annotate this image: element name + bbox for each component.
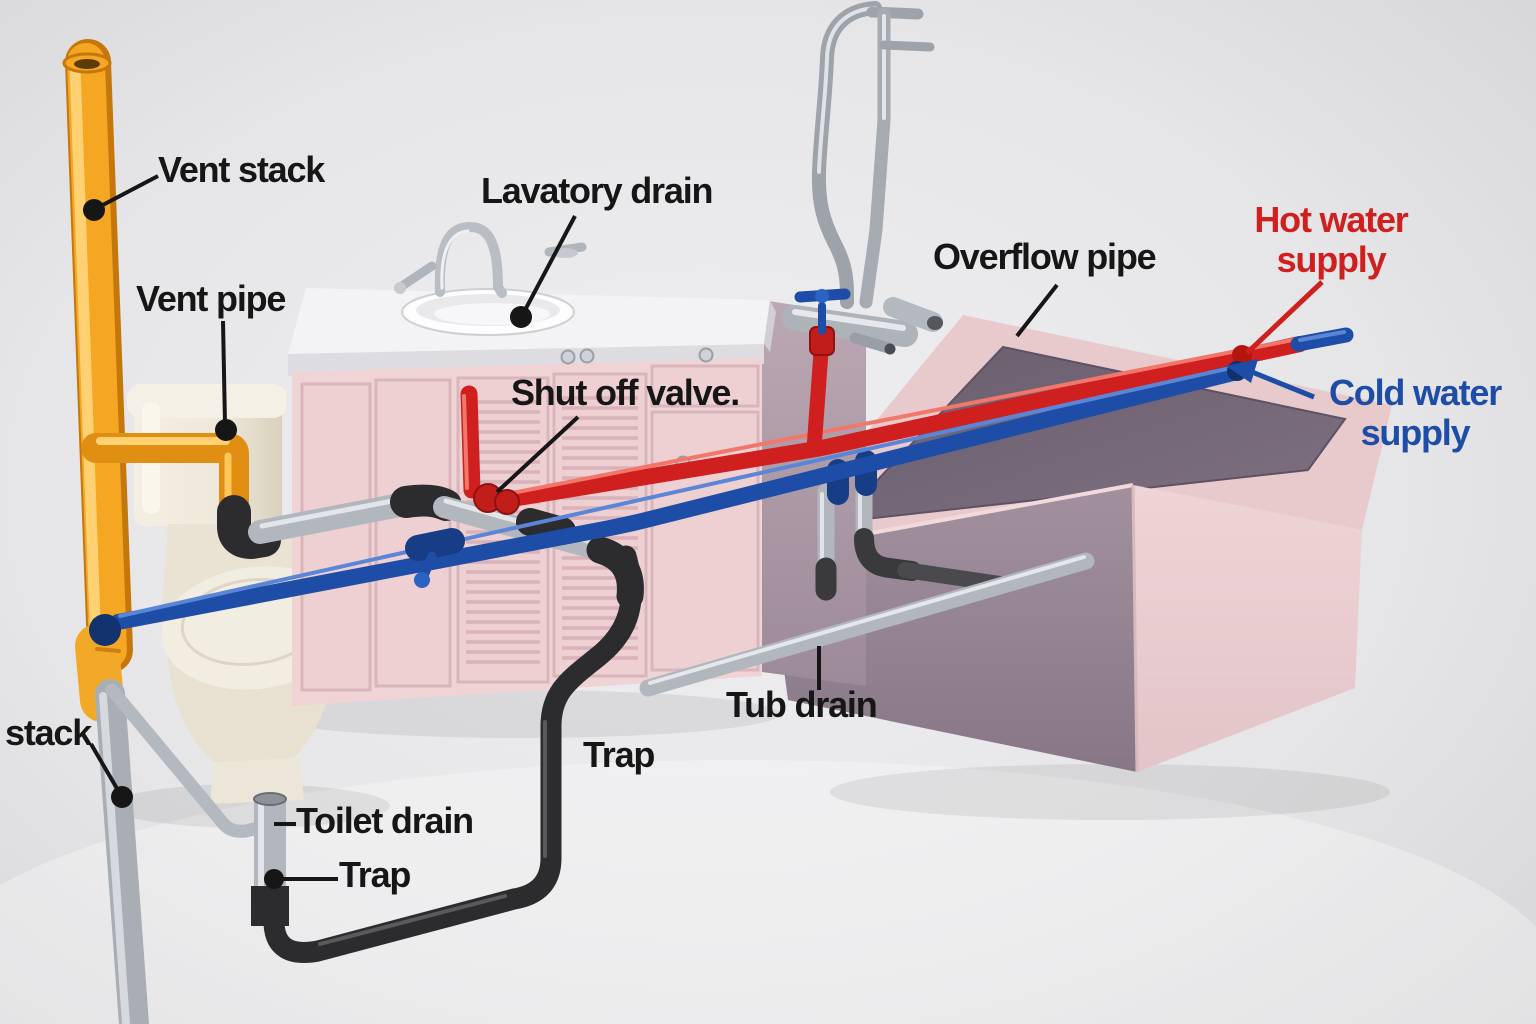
label-cold-water-supply: Cold water supply xyxy=(1328,372,1502,454)
lavatory-trap-inlet xyxy=(586,536,644,610)
cold-supply-end-fitting xyxy=(89,614,121,646)
hot-water-tub-riser xyxy=(806,344,829,457)
cold-water-main xyxy=(110,364,1245,630)
label-hot-water-supply: Hot water supply xyxy=(1254,199,1408,281)
label-shut-off-valve: Shut off valve. xyxy=(511,372,740,413)
label-overflow-pipe: Overflow pipe xyxy=(933,236,1157,277)
tub-drain-assembly xyxy=(639,473,1095,697)
label-trap-toilet: Trap xyxy=(339,854,411,895)
label-vent-pipe: Vent pipe xyxy=(136,278,286,319)
vanity-side-panel xyxy=(762,300,866,686)
tub-shadow xyxy=(830,764,1390,820)
cold-arrowhead xyxy=(1226,359,1258,383)
tub-faucet xyxy=(782,297,943,355)
hot-water-line xyxy=(460,288,1308,515)
cold-shutoff-valve xyxy=(405,528,465,588)
tub-right-face xyxy=(1133,485,1362,772)
cold-water-tip xyxy=(1290,327,1354,352)
label-trap-lavatory: Trap xyxy=(583,734,655,775)
label-lavatory-drain: Lavatory drain xyxy=(481,170,713,211)
floor-light xyxy=(0,760,1536,1024)
trap-s-curve xyxy=(263,545,642,963)
toilet-base xyxy=(210,758,304,804)
counter-front-edge xyxy=(288,344,764,376)
cold-leader xyxy=(1251,369,1315,400)
vent-drain-elbow xyxy=(217,495,281,559)
toilet-tank-lid xyxy=(127,384,287,418)
tub-drain-pipe xyxy=(639,552,1095,697)
soil-stack xyxy=(95,679,269,1024)
label-vent-stack: Vent stack xyxy=(158,149,325,190)
hot-leader xyxy=(1245,280,1324,355)
sink-faucet xyxy=(394,221,587,298)
stack-toilet-branch xyxy=(105,683,269,838)
leader-lines xyxy=(83,174,1324,889)
label-tub-drain: Tub drain xyxy=(726,684,878,725)
shower-riser-pipes xyxy=(811,1,935,309)
vanity-shadow xyxy=(260,690,780,738)
toilet-shadow xyxy=(110,784,390,828)
cold-water-line xyxy=(89,327,1354,646)
label-stack: stack xyxy=(5,712,92,753)
waste-pipe-run xyxy=(263,545,642,963)
label-toilet-drain: Toilet drain xyxy=(296,800,474,841)
